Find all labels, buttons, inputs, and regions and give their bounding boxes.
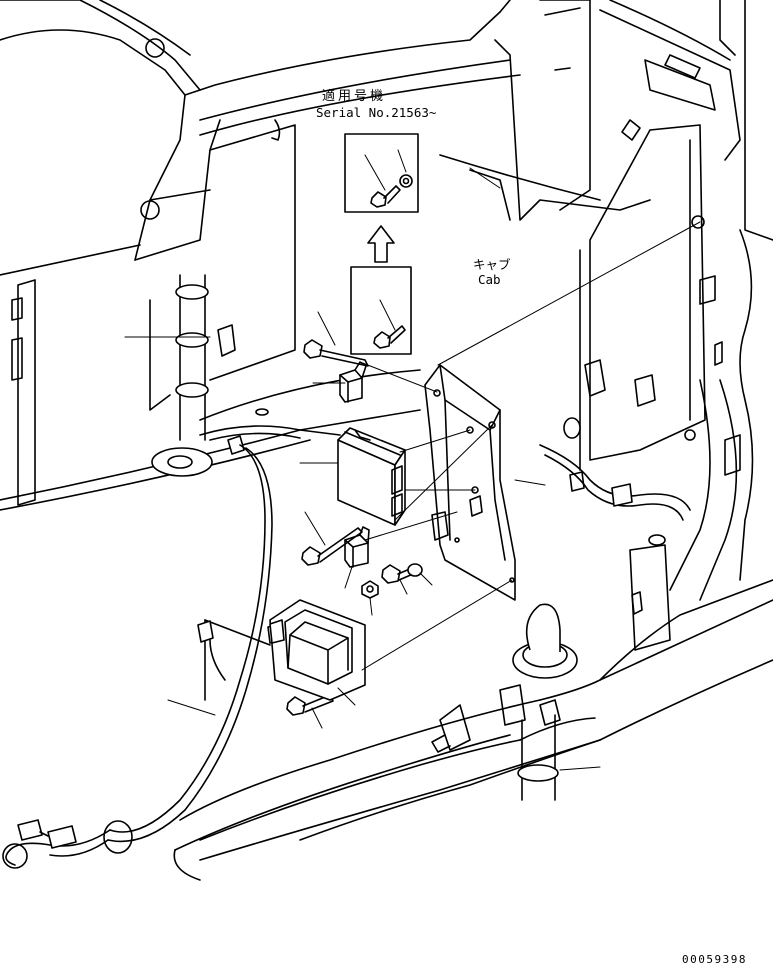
callout-box-old bbox=[350, 266, 412, 355]
pillar-pipe bbox=[149, 274, 213, 477]
right-harness bbox=[539, 444, 691, 546]
bolt-horn bbox=[286, 694, 334, 716]
cab-label-jp: キャブ bbox=[473, 257, 511, 272]
cab-label-en: Cab bbox=[478, 272, 501, 287]
cab-side-panel bbox=[563, 119, 741, 476]
controller-bracket bbox=[424, 364, 516, 601]
upper-structure-base bbox=[173, 579, 773, 881]
arrow-up bbox=[367, 225, 395, 263]
leader-lines bbox=[124, 149, 701, 771]
relay-lower bbox=[344, 526, 370, 568]
bolt-upper bbox=[303, 339, 369, 367]
cab-right-pillar bbox=[629, 229, 754, 651]
horn-unit bbox=[267, 599, 366, 701]
callout-box-new bbox=[344, 133, 419, 213]
bolt-controller-mount bbox=[381, 563, 423, 584]
controller-unit bbox=[337, 427, 406, 526]
bottom-pipe bbox=[517, 714, 559, 801]
right-frame bbox=[439, 0, 773, 241]
wiring-harness bbox=[2, 425, 341, 869]
cab-rear-wall bbox=[209, 119, 296, 416]
applicability-serial: Serial No.21563~ bbox=[316, 105, 436, 120]
bolt-lower bbox=[301, 527, 363, 566]
grommet bbox=[512, 603, 578, 679]
applicability-heading: 適用号機 bbox=[322, 88, 386, 104]
nut bbox=[361, 580, 379, 599]
drawing-number: 00059398 bbox=[682, 953, 747, 966]
cab-frame bbox=[0, 0, 521, 511]
relay-upper bbox=[339, 361, 367, 403]
